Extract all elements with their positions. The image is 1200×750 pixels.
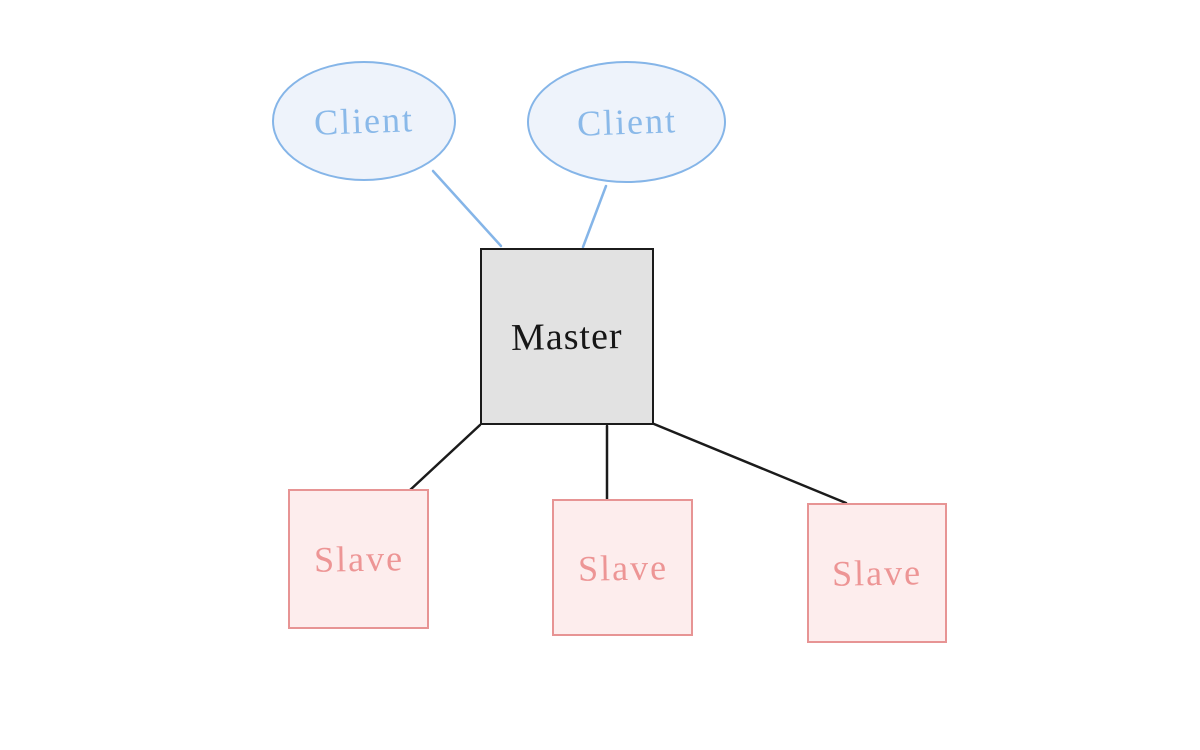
client-2-label: Client [575, 100, 678, 144]
node-client-2: Client [527, 61, 726, 183]
master-label: Master [510, 314, 624, 359]
node-slave-3: Slave [807, 503, 947, 643]
edge-master-slave1 [407, 423, 482, 493]
slave-3-label: Slave [831, 552, 923, 594]
client-1-label: Client [313, 99, 415, 143]
edge-client1-master [431, 169, 503, 248]
slave-1-label: Slave [313, 538, 404, 580]
edge-client2-master [581, 184, 608, 249]
slave-2-label: Slave [577, 546, 668, 589]
edge-master-slave3 [652, 422, 848, 505]
node-client-1: Client [272, 61, 456, 181]
node-slave-2: Slave [552, 499, 693, 636]
node-slave-1: Slave [288, 489, 429, 629]
node-master: Master [480, 248, 654, 425]
